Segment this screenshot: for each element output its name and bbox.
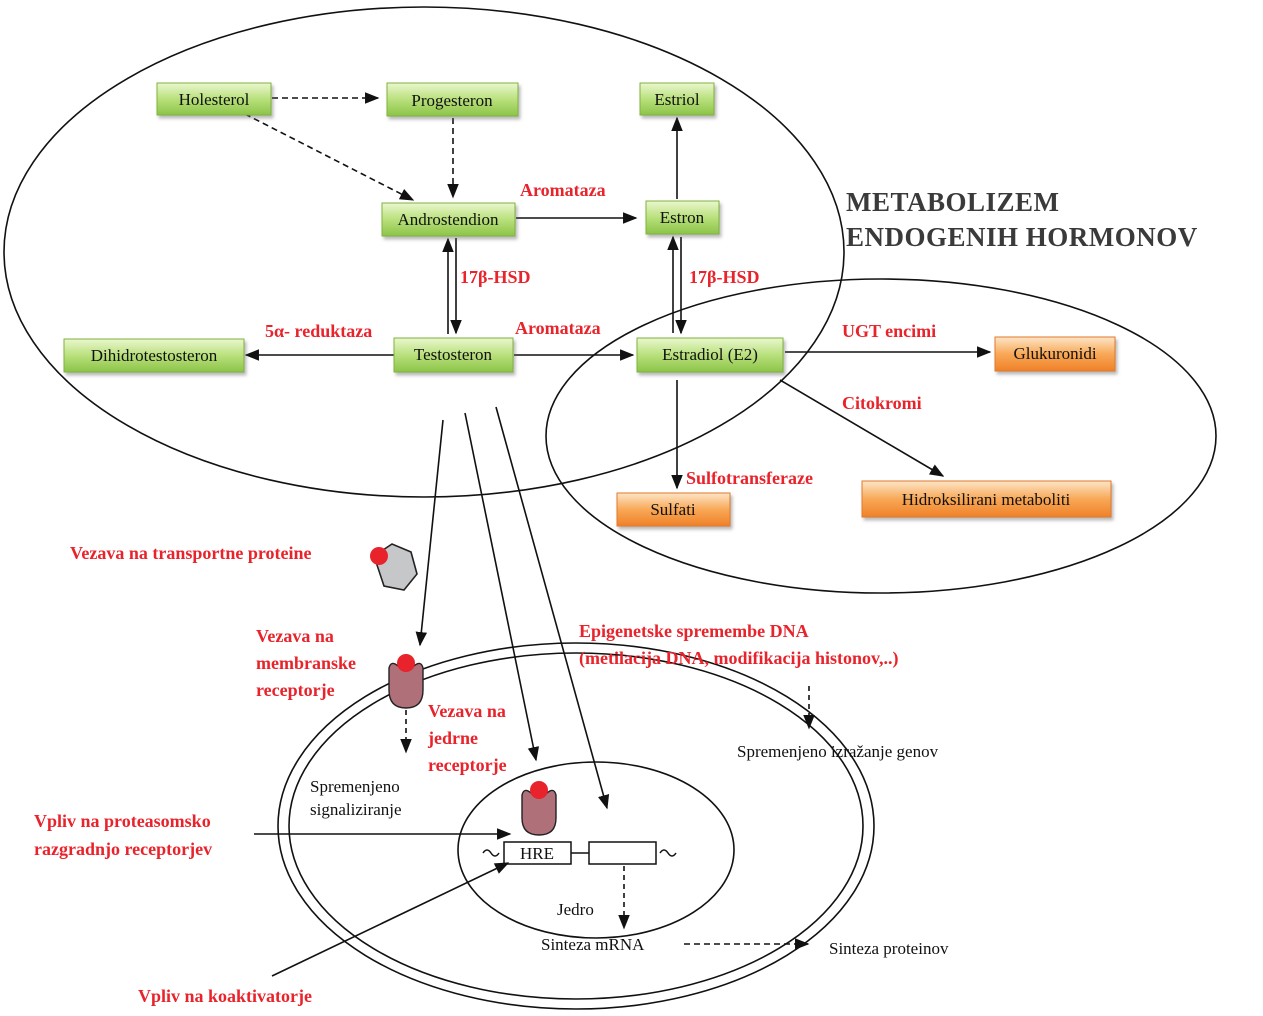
label-protein-synthesis: Sinteza proteinov [829, 939, 949, 958]
membrane-receptor-icon [388, 654, 424, 709]
arrow-to-dna [495, 406, 610, 810]
title-line-1: METABOLIZEM [846, 187, 1060, 217]
enzyme-sulfotransferaze: Sulfotransferaze [686, 468, 813, 488]
box-progesteron [386, 82, 519, 117]
label-membrane-line3: receptorje [256, 680, 335, 700]
label-nuclear-line1: Vezava na [428, 701, 506, 721]
label-proteasome-line2: razgradnjo receptorjev [34, 839, 212, 859]
box-estriol [639, 82, 715, 116]
label-coactivator: Vpliv na koaktivatorje [138, 986, 312, 1006]
label-nucleus: Jedro [557, 900, 594, 919]
box-dihidrotestosteron [63, 338, 245, 373]
box-estron [645, 200, 720, 235]
box-hidroksilirani-label: Hidroksilirani metaboliti [902, 490, 1071, 509]
label-proteasome-line1: Vpliv na proteasomsko [34, 811, 211, 831]
box-androstendion [381, 202, 516, 237]
box-holesterol [156, 82, 272, 116]
enzyme-ugt: UGT encimi [842, 321, 936, 341]
box-sulfati [616, 492, 731, 527]
enzyme-aromataza-top: Aromataza [520, 180, 606, 200]
box-testosteron [393, 337, 514, 373]
label-epigenetic-line2: (metilacija DNA, modifikacija histonov,.… [579, 648, 898, 669]
enzyme-aromataza-mid: Aromataza [515, 318, 601, 338]
label-gene-expression: Spremenjeno izražanje genov [737, 742, 939, 761]
arrow-estradiol-hidroksilirani [779, 379, 945, 477]
box-androstendion-label: Androstendion [397, 210, 499, 229]
cell-outer-membrane [277, 642, 875, 1010]
box-holesterol-label: Holesterol [179, 90, 250, 109]
box-estron-label: Estron [660, 208, 705, 227]
box-progesteron-label: Progesteron [411, 91, 493, 110]
hre-label: HRE [520, 844, 554, 863]
box-testosteron-label: Testosteron [414, 345, 493, 364]
label-membrane-line1: Vezava na [256, 626, 334, 646]
enzyme-5a-reduktaza: 5α- reduktaza [265, 321, 372, 341]
label-nuclear-line3: receptorje [428, 755, 507, 775]
box-glukuronidi [994, 336, 1116, 372]
label-signal-line2: signaliziranje [310, 800, 402, 819]
box-glukuronidi-label: Glukuronidi [1013, 344, 1096, 363]
title-line-2: ENDOGENIH HORMONOV [846, 222, 1198, 252]
enzyme-citokromi: Citokromi [842, 393, 922, 413]
label-transport-proteins: Vezava na transportne proteine [70, 543, 312, 563]
dna-strand [482, 841, 677, 865]
nucleus-ellipse [457, 761, 735, 939]
nuclear-receptor-icon [521, 781, 557, 836]
arrow-holesterol-androstendion [244, 113, 415, 201]
label-nuclear-line2: jedrne [427, 728, 478, 748]
cell-inner-membrane [288, 652, 864, 1000]
box-estriol-label: Estriol [654, 90, 700, 109]
label-membrane-line2: membranske [256, 653, 356, 673]
enzyme-17b-hsd-left: 17β-HSD [460, 267, 531, 287]
label-signal-line1: Spremenjeno [310, 777, 400, 796]
label-epigenetic-line1: Epigenetske spremembe DNA [579, 621, 809, 641]
label-mrna: Sinteza mRNA [541, 935, 645, 954]
arrow-to-nuclear-receptor [464, 412, 540, 762]
box-hidroksilirani [861, 480, 1112, 518]
box-estradiol-label: Estradiol (E2) [662, 345, 758, 364]
box-dihidrotestosteron-label: Dihidrotestosteron [91, 346, 218, 365]
transport-protein-icon [370, 543, 418, 591]
box-sulfati-label: Sulfati [650, 500, 696, 519]
arrow-coactivator [271, 862, 510, 977]
hormone-ellipse [3, 6, 845, 498]
box-estradiol [636, 337, 784, 373]
arrow-to-membrane-receptor [415, 419, 444, 647]
enzyme-17b-hsd-right: 17β-HSD [689, 267, 760, 287]
metabolite-ellipse [545, 278, 1217, 594]
